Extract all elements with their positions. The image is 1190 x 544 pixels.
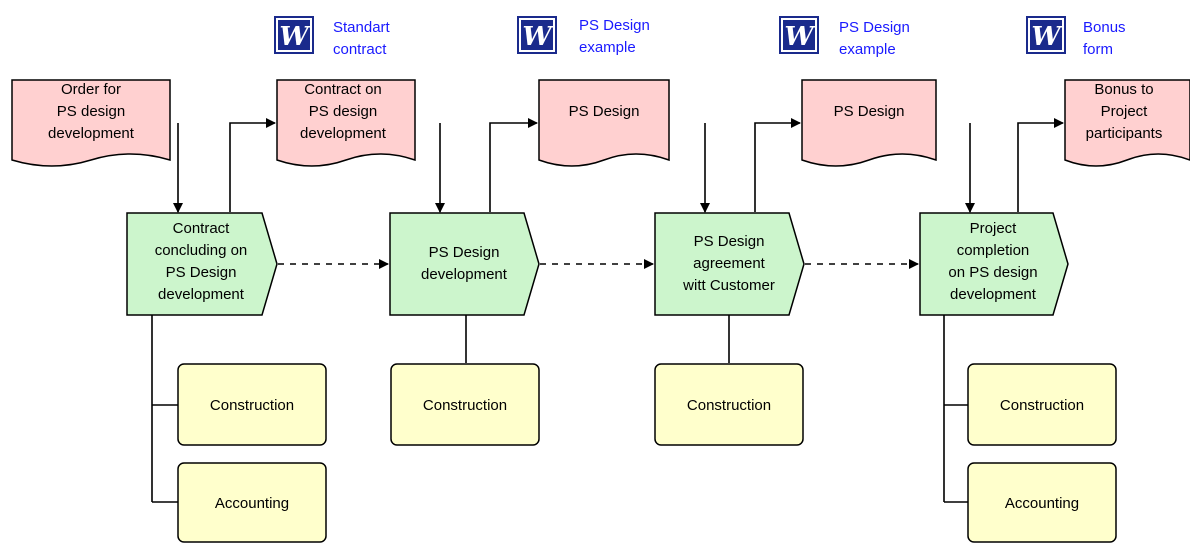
svg-text:Contract: Contract (173, 220, 231, 237)
svg-text:contract: contract (333, 41, 387, 58)
org-accounting-2[interactable]: Accounting (967, 462, 1117, 543)
svg-text:Standart: Standart (333, 19, 391, 36)
org-construction-4[interactable]: Construction (967, 363, 1117, 446)
arrow-completion-to-bonus (1017, 118, 1064, 212)
svg-text:PS Design: PS Design (579, 17, 650, 34)
svg-text:development: development (158, 286, 245, 303)
word-icon-ps-design-example-1[interactable]: PS Design example (517, 16, 650, 56)
svg-text:Accounting: Accounting (1005, 495, 1079, 512)
svg-text:agreement: agreement (693, 255, 766, 272)
svg-text:concluding on: concluding on (155, 242, 248, 259)
svg-text:example: example (839, 41, 896, 58)
svg-text:participants: participants (1086, 125, 1163, 142)
svg-text:Construction: Construction (210, 397, 294, 414)
org-accounting-1[interactable]: Accounting (177, 462, 327, 543)
svg-text:PS design: PS design (57, 103, 125, 120)
function-ps-design-development[interactable]: PS Design development (389, 212, 540, 316)
doc-order-for-ps-design[interactable]: Order for PS design development (11, 79, 171, 167)
svg-text:PS Design: PS Design (834, 103, 905, 120)
svg-text:PS Design: PS Design (569, 103, 640, 120)
word-icon-bonus-form[interactable]: Bonus form (1026, 16, 1126, 58)
org-construction-2[interactable]: Construction (390, 363, 540, 446)
svg-text:development: development (950, 286, 1037, 303)
arrow-design-development-to-ps-design (489, 118, 538, 212)
doc-bonus-to-participants[interactable]: Bonus to Project participants (1064, 79, 1190, 167)
doc-contract-on-ps-design[interactable]: Contract on PS design development (276, 79, 416, 167)
svg-text:form: form (1083, 41, 1113, 58)
svg-text:PS Design: PS Design (166, 264, 237, 281)
function-ps-design-agreement[interactable]: PS Design agreement witt Customer (654, 212, 805, 316)
svg-text:Construction: Construction (423, 397, 507, 414)
word-icon-standart-contract[interactable]: Standart contract (274, 16, 391, 58)
svg-text:Construction: Construction (1000, 397, 1084, 414)
svg-text:Project: Project (970, 220, 1018, 237)
svg-text:development: development (48, 125, 135, 142)
svg-text:PS Design: PS Design (429, 244, 500, 261)
svg-text:on PS design: on PS design (948, 264, 1037, 281)
arrow-contract-concluding-to-contract-doc (229, 118, 276, 212)
svg-text:development: development (421, 266, 508, 283)
svg-text:Bonus: Bonus (1083, 19, 1126, 36)
org-construction-3[interactable]: Construction (654, 363, 804, 446)
svg-text:PS Design: PS Design (839, 19, 910, 36)
svg-text:Construction: Construction (687, 397, 771, 414)
org-link-4 (943, 315, 968, 503)
svg-text:PS Design: PS Design (694, 233, 765, 250)
svg-text:Project: Project (1101, 103, 1149, 120)
svg-text:PS design: PS design (309, 103, 377, 120)
org-construction-1[interactable]: Construction (177, 363, 327, 446)
doc-ps-design-2[interactable]: PS Design (801, 79, 937, 167)
svg-text:Accounting: Accounting (215, 495, 289, 512)
function-project-completion[interactable]: Project completion on PS design developm… (919, 212, 1069, 316)
function-contract-concluding[interactable]: Contract concluding on PS Design develop… (126, 212, 278, 316)
svg-text:Order for: Order for (61, 81, 121, 98)
word-icon-ps-design-example-2[interactable]: PS Design example (779, 16, 910, 58)
svg-text:development: development (300, 125, 387, 142)
arrow-agreement-to-ps-design (754, 118, 801, 212)
org-link-1 (151, 315, 178, 503)
svg-text:completion: completion (957, 242, 1030, 259)
svg-text:example: example (579, 39, 636, 56)
svg-text:witt Customer: witt Customer (682, 277, 775, 294)
svg-text:Contract on: Contract on (304, 81, 382, 98)
svg-text:Bonus to: Bonus to (1094, 81, 1153, 98)
connectors (151, 118, 1064, 503)
doc-ps-design-1[interactable]: PS Design (538, 79, 670, 167)
